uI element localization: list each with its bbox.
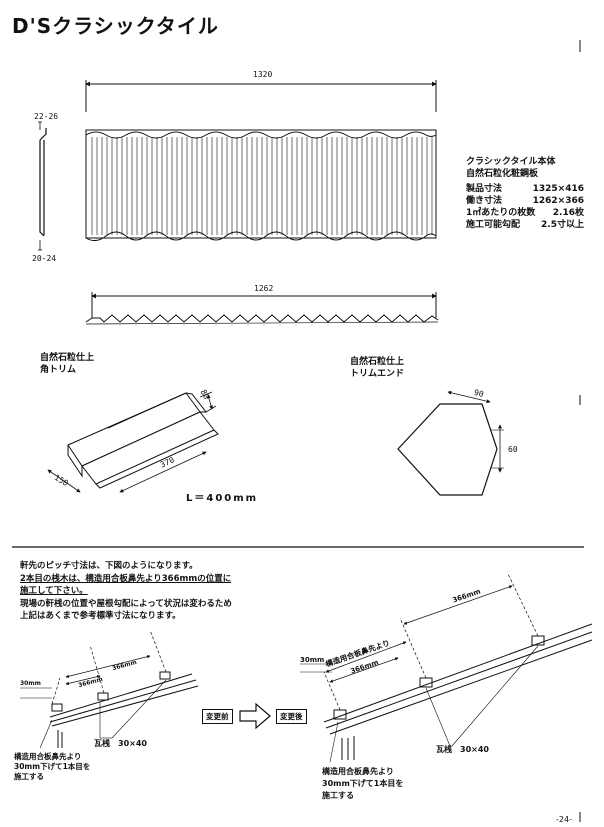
side-top-dim: 22-26 [34, 112, 59, 121]
note-line: 2本目の桟木は、構造用合板鼻先より366mmの位置に [20, 573, 232, 584]
main-tile [85, 129, 437, 242]
side-bottom-dim: 20-24 [32, 254, 57, 263]
trim-end-label-2: トリムエンド [350, 369, 405, 379]
note-line: 現場の軒桟の位置や屋根勾配によって状況は変わるため [20, 598, 232, 609]
after-diagram [300, 573, 593, 763]
tile-ribs [91, 137, 433, 235]
notes: 軒先のピッチ寸法は、下図のようになります。 2本目の桟木は、構造用合板鼻先より3… [20, 560, 232, 623]
trim-end-side-dim: 90 [473, 387, 485, 400]
before-batten-label: 瓦桟 30×40 [94, 739, 147, 748]
note-line: 軒先のピッチ寸法は、下図のようになります。 [20, 561, 198, 571]
before-diagram [20, 629, 199, 749]
after-eave-dim: 30mm [300, 656, 325, 664]
before-caption: 構造用合板鼻先より 30mm下げて1本目を 施工する [14, 752, 91, 781]
note-line: 施工して下さい。 [20, 586, 88, 596]
flow-arrow [239, 702, 271, 730]
after-caption: 構造用合板鼻先より 30mm下げて1本目を 施工する [322, 767, 404, 800]
corner-trim [47, 391, 219, 493]
main-tile-width-dim: 1320 [253, 70, 273, 79]
corner-trim-length: L＝400mm [186, 493, 259, 504]
trim-end-label-1: 自然石粒仕上 [350, 357, 405, 367]
note-line: 上記はあくまで参考標準寸法になります。 [20, 611, 181, 621]
main-tile-dimension [85, 80, 437, 112]
spec-heading: クラシックタイル本体 [466, 157, 556, 167]
before-eave-dim: 30mm [20, 680, 41, 687]
before-label-box: 変更前 [202, 709, 233, 724]
after-label-box: 変更後 [276, 709, 307, 724]
after-batten-label: 瓦桟 30×40 [436, 745, 489, 754]
second-profile [85, 292, 439, 325]
corner-trim-label-1: 自然石粒仕上 [40, 353, 95, 363]
spec-subheading: 自然石粒化粧鋼板 [466, 169, 539, 179]
second-profile-width-dim: 1262 [254, 284, 274, 293]
main-tile-side-profile [38, 121, 47, 251]
corner-trim-label-2: 角トリム [40, 365, 77, 375]
page-number: -24- [556, 815, 572, 824]
page-title: D'Sクラシックタイル [12, 14, 219, 38]
trim-end [397, 390, 504, 496]
trim-end-height-dim: 60 [508, 445, 518, 454]
